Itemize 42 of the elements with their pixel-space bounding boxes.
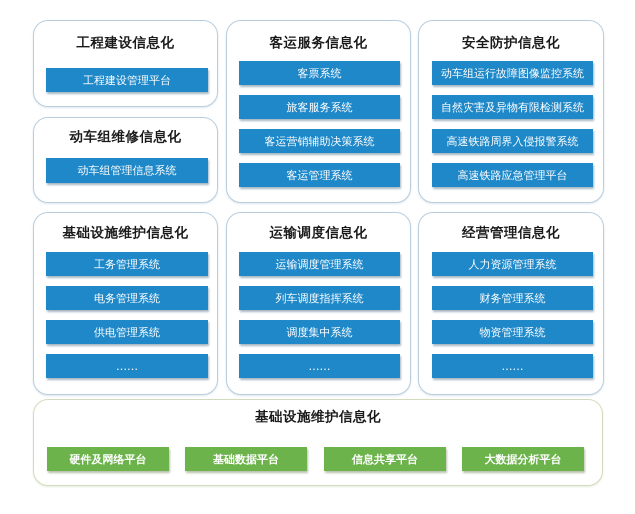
group-panel <box>33 117 218 203</box>
system-bar: 客运营销辅助决策系统 <box>239 129 400 153</box>
system-bar: 硬件及网络平台 <box>47 447 169 471</box>
system-bar: 高速铁路应急管理平台 <box>432 163 593 187</box>
system-bar: 供电管理系统 <box>46 320 208 344</box>
panel-heading: 经营管理信息化 <box>462 225 560 241</box>
panel-heading: 工程建设信息化 <box>76 35 174 51</box>
panel-heading: 动车组维修信息化 <box>70 129 182 145</box>
system-bar: 电务管理系统 <box>46 286 208 310</box>
system-bar: 基础数据平台 <box>185 447 307 471</box>
system-bar: 物资管理系统 <box>432 320 593 344</box>
system-bar: 调度集中系统 <box>239 320 400 344</box>
group-panel <box>33 212 218 395</box>
panel-heading: 运输调度信息化 <box>270 225 368 241</box>
group-panel <box>33 20 218 107</box>
system-bar: 大数据分析平台 <box>462 447 584 471</box>
system-bar: 高速铁路周界入侵报警系统 <box>432 129 593 153</box>
system-bar: …… <box>46 354 208 378</box>
group-panel <box>418 20 604 203</box>
group-panel <box>418 212 604 395</box>
system-bar: …… <box>432 354 593 378</box>
system-bar: 自然灾害及异物有限检测系统 <box>432 95 593 119</box>
system-bar: 动车组运行故障图像监控系统 <box>432 61 593 85</box>
system-bar: 工务管理系统 <box>46 252 208 276</box>
panel-heading: 基础设施维护信息化 <box>255 409 381 425</box>
system-bar: 客运管理系统 <box>239 163 400 187</box>
system-bar: 财务管理系统 <box>432 286 593 310</box>
system-bar: 运输调度管理系统 <box>239 252 400 276</box>
panel-heading: 安全防护信息化 <box>462 35 560 51</box>
group-panel <box>33 399 603 486</box>
system-bar: …… <box>239 354 400 378</box>
system-bar: 客票系统 <box>239 61 400 85</box>
system-bar: 信息共享平台 <box>324 447 446 471</box>
system-bar: 列车调度指挥系统 <box>239 286 400 310</box>
system-bar: 工程建设管理平台 <box>46 68 208 92</box>
group-panel <box>226 212 411 395</box>
panel-heading: 客运服务信息化 <box>270 35 368 51</box>
panel-heading: 基础设施维护信息化 <box>62 225 188 241</box>
system-bar: 动车组管理信息系统 <box>46 158 208 183</box>
group-panel <box>226 20 411 203</box>
system-bar: 人力资源管理系统 <box>432 252 593 276</box>
system-bar: 旅客服务系统 <box>239 95 400 119</box>
